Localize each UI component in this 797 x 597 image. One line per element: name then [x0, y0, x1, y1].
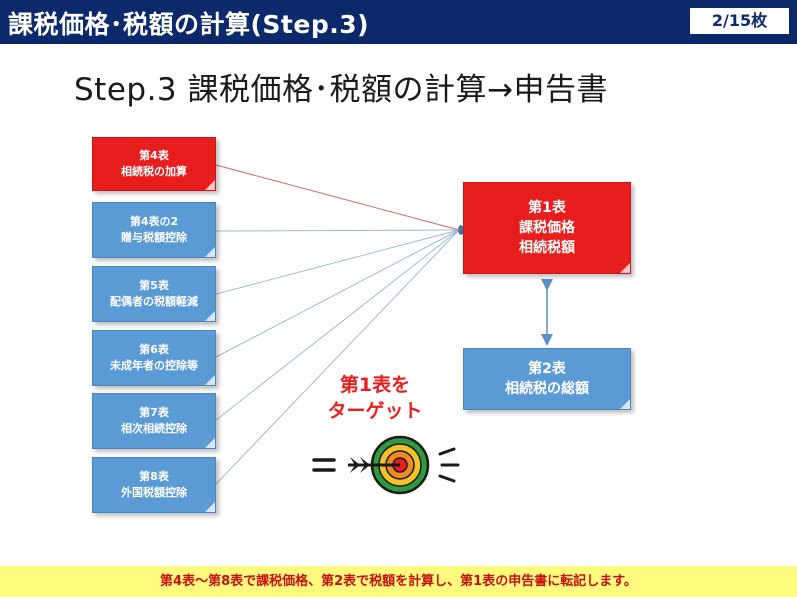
card-table-7-title: 第7表	[139, 406, 169, 419]
target-arrow-icon	[312, 435, 460, 495]
card-table-2-subtitle: 相続税の総額	[505, 381, 589, 397]
card-table-4-subtitle: 相続税の加算	[121, 165, 187, 178]
connector-line-4-2	[215, 229, 460, 232]
card-table-7-subtitle: 相次相続控除	[121, 422, 187, 435]
card-table-7: 第7表 相次相続控除	[92, 393, 216, 449]
target-label-line2: ターゲット	[327, 400, 423, 422]
header-title: 課税価格･税額の計算(Step.3)	[8, 10, 370, 39]
page-count-badge: 2/15枚	[688, 6, 791, 36]
card-table-6-subtitle: 未成年者の控除等	[110, 359, 198, 372]
connector-line-4	[215, 164, 460, 231]
card-table-5-subtitle: 配偶者の税額軽減	[110, 295, 198, 308]
connector-line-5	[215, 229, 460, 295]
card-table-6-title: 第6表	[139, 343, 169, 356]
header-bar: 課税価格･税額の計算(Step.3) 2/15枚	[0, 0, 797, 44]
card-table-4-2: 第4表の2 贈与税額控除	[92, 202, 216, 258]
card-table-5-title: 第5表	[139, 279, 169, 292]
target-label-line1: 第1表を	[339, 374, 411, 396]
card-table-2-title: 第2表	[528, 361, 566, 377]
card-table-1-line3: 相続税額	[519, 240, 575, 256]
connector-line-8	[215, 229, 460, 485]
connector-line-6	[215, 229, 460, 358]
connector-line-7	[215, 229, 460, 421]
card-table-8-subtitle: 外国税額控除	[121, 486, 187, 499]
card-table-4-2-subtitle: 贈与税額控除	[121, 231, 187, 244]
footer-note: 第4表～第8表で課税価格、第2表で税額を計算し、第1表の申告書に転記します。	[0, 566, 797, 597]
target-label: 第1表を ターゲット	[320, 372, 430, 424]
card-table-1-line2: 課税価格	[519, 220, 575, 236]
card-table-2: 第2表 相続税の総額	[463, 348, 631, 410]
card-table-4-2-title: 第4表の2	[129, 215, 179, 228]
card-table-6: 第6表 未成年者の控除等	[92, 330, 216, 386]
card-table-8: 第8表 外国税額控除	[92, 457, 216, 513]
card-table-1-title: 第1表	[528, 200, 566, 216]
card-table-8-title: 第8表	[139, 470, 169, 483]
slide-title: Step.3 課税価格･税額の計算→申告書	[74, 72, 608, 108]
card-table-4-title: 第4表	[139, 149, 169, 162]
card-table-4: 第4表 相続税の加算	[92, 137, 216, 191]
card-table-5: 第5表 配偶者の税額軽減	[92, 266, 216, 322]
card-table-1: 第1表 課税価格 相続税額	[463, 182, 631, 274]
